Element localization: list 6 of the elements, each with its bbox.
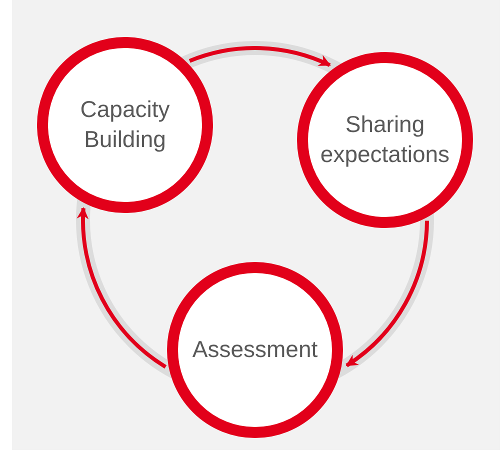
node-label: Sharing expectations [319,110,451,169]
node-label: Capacity Building [79,95,171,154]
node-label: Assessment [191,335,319,364]
arrow [188,46,331,67]
arrow [346,220,429,368]
arrow [77,206,167,369]
